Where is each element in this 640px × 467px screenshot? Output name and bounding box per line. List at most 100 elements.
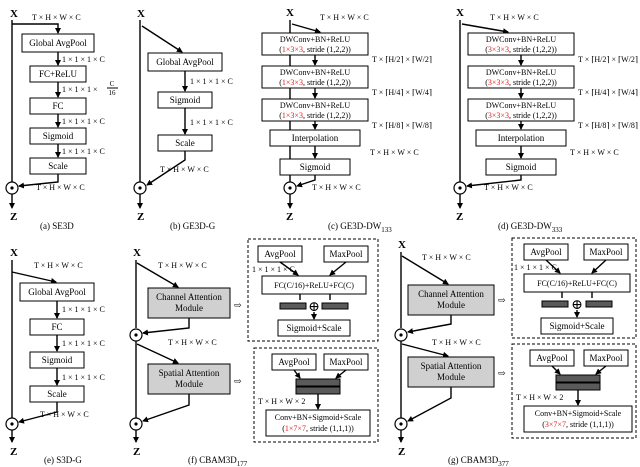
dim-label: T × H × W × C [432,338,481,347]
feature-bar [555,382,601,391]
svg-text:(1×7×7, stride (1,1,1)): (1×7×7, stride (1,1,1)) [282,424,354,433]
op-label: Sigmoid [506,162,537,172]
svg-text:(3×3×3, stride (1,2,2)): (3×3×3, stride (1,2,2)) [485,111,557,120]
op-label: MaxPool [589,247,623,257]
op-label: FC [52,101,63,111]
op-label: DWConv+BN+ReLU [280,68,351,77]
dim-label: T × H × W × C [570,148,619,157]
caption-c: (c) GE3D-DW133 [328,221,392,234]
op-label: Spatial Attention Module [158,368,220,389]
input-x: X [10,247,18,259]
caption-f: (f) CBAM3D177 [188,455,248,467]
sigmoid-scale-box [277,319,351,337]
dim-label: T × H × W × C [168,338,217,347]
caption-d: (d) GE3D-DW333 [498,221,563,234]
feature-bar [541,300,569,308]
panel-cbam3d-177: X T × H × W × C Channel Attention Module… [129,238,379,467]
caption-b: (b) GE3D-G [170,221,216,231]
add-node: ⊕ [308,300,320,315]
feature-bar [585,300,613,308]
dim-label: T × H × W × 2 [516,393,563,402]
dim-label: 1 × 1 × 1 × C [190,118,233,127]
input-x: X [10,8,18,20]
svg-text:(3×3×3, stride (1,2,2)): (3×3×3, stride (1,2,2)) [485,78,557,87]
dim-label: T × H × W × C [320,13,369,22]
output-z: Z [10,211,17,223]
caption-e: (e) S3D-G [44,455,82,465]
op-label: Scale [175,138,195,148]
dim-label: 1 × 1 × 1 × C [62,339,105,348]
conv-bn-sigmoid-box [523,405,633,433]
spatial-attention-module [407,356,495,388]
input-x: X [398,239,406,251]
add-node: ⊕ [571,298,583,313]
dim-label: T × H × W × C [370,148,419,157]
op-label: DWConv+BN+ReLU [486,101,557,110]
input-x: X [137,8,145,20]
dim-label: 1 × 1 × 1 × C [252,265,295,274]
dim-label: T × H × W × C [36,183,85,192]
dim-label: T × ⌈H/4⌉ × ⌈W/4⌉ [372,88,432,97]
op-label: DWConv+BN+ReLU [280,35,351,44]
op-label: Conv+BN+Sigmoid+Scale [275,413,362,422]
fc-relu-fc-box [261,275,367,295]
feature-bar [321,302,349,310]
output-z: Z [133,446,140,458]
op-label: Conv+BN+Sigmoid+Scale [535,409,622,418]
dim-label: 1 × 1 × 1 × C [190,77,233,86]
op-label: Global AvgPool [28,287,86,297]
dim-label: 1 × 1 × 1 × C [62,373,105,382]
svg-text:(1×3×3, stride (1,2,2)): (1×3×3, stride (1,2,2)) [279,111,351,120]
spatial-attention-module [147,363,231,395]
dim-label: T × ⌈H/4⌉ × ⌈W/4⌉ [578,88,638,97]
feature-bar [295,386,341,395]
panel-ge3d-g: X Global AvgPool 1 × 1 × 1 × C Sigmoid 1… [133,8,233,231]
output-z: Z [137,211,144,223]
dim-label: 1 × 1 × 1 × C [62,117,105,126]
feature-bar [555,374,601,383]
dim-label: T × ⌈H/2⌉ × ⌈W/2⌉ [578,55,638,64]
channel-attention-module [147,287,231,319]
sigmoid-scale-box [540,317,614,335]
output-z: Z [286,211,293,223]
op-label: DWConv+BN+ReLU [486,68,557,77]
frac-num: C [110,80,115,88]
op-label: DWConv+BN+ReLU [486,35,557,44]
input-x: X [133,247,141,259]
expand-arrow: ⇨ [498,295,506,305]
op-label: AvgPool [264,249,296,259]
fc-relu-fc-box [523,273,631,293]
caption-a: (a) SE3D [40,221,74,231]
op-label: Sigmoid+Scale [549,321,604,331]
op-label: Spatial Attention Module [420,361,482,382]
op-label: Global AvgPool [156,57,214,67]
op-label: Sigmoid+Scale [286,323,341,333]
op-label: FC+ReLU [39,69,78,79]
op-label: AvgPool [278,357,310,367]
kernel-label: (1×3×3, stride (1,2,2)) [279,45,351,54]
op-label: Channel Attention Module [418,289,484,310]
dim-label: 1 × 1 × 1 × C [514,263,557,272]
cam-detail-box [247,238,379,342]
dim-label: T × H × W × C [40,410,89,419]
dim-label: T × H × W × C [158,261,207,270]
op-label: FC [51,322,62,332]
op-label: Sigmoid [300,162,331,172]
frac-den: 16 [109,89,117,97]
svg-text:(1×3×3, stride (1,2,2)): (1×3×3, stride (1,2,2)) [279,78,351,87]
op-label: FC(C/16)+ReLU+FC(C) [537,279,617,288]
sam-detail-box [511,343,637,439]
dim-label: T × ⌈H/2⌉ × ⌈W/2⌉ [372,55,432,64]
op-label: AvgPool [530,247,562,257]
input-x: X [456,7,464,19]
dim-label: T × ⌈H/8⌉ × ⌈W/8⌉ [372,121,432,130]
cam-detail-box [511,237,637,339]
caption-g: (g) CBAM3D377 [448,455,509,467]
channel-attention-module [407,284,495,316]
sam-detail-box [253,347,379,443]
svg-text:⇨: ⇨ [234,376,242,386]
dim-label: 1 × 1 × 1 × [62,85,98,94]
op-label: Interpolation [498,133,545,143]
output-z: Z [398,446,405,458]
